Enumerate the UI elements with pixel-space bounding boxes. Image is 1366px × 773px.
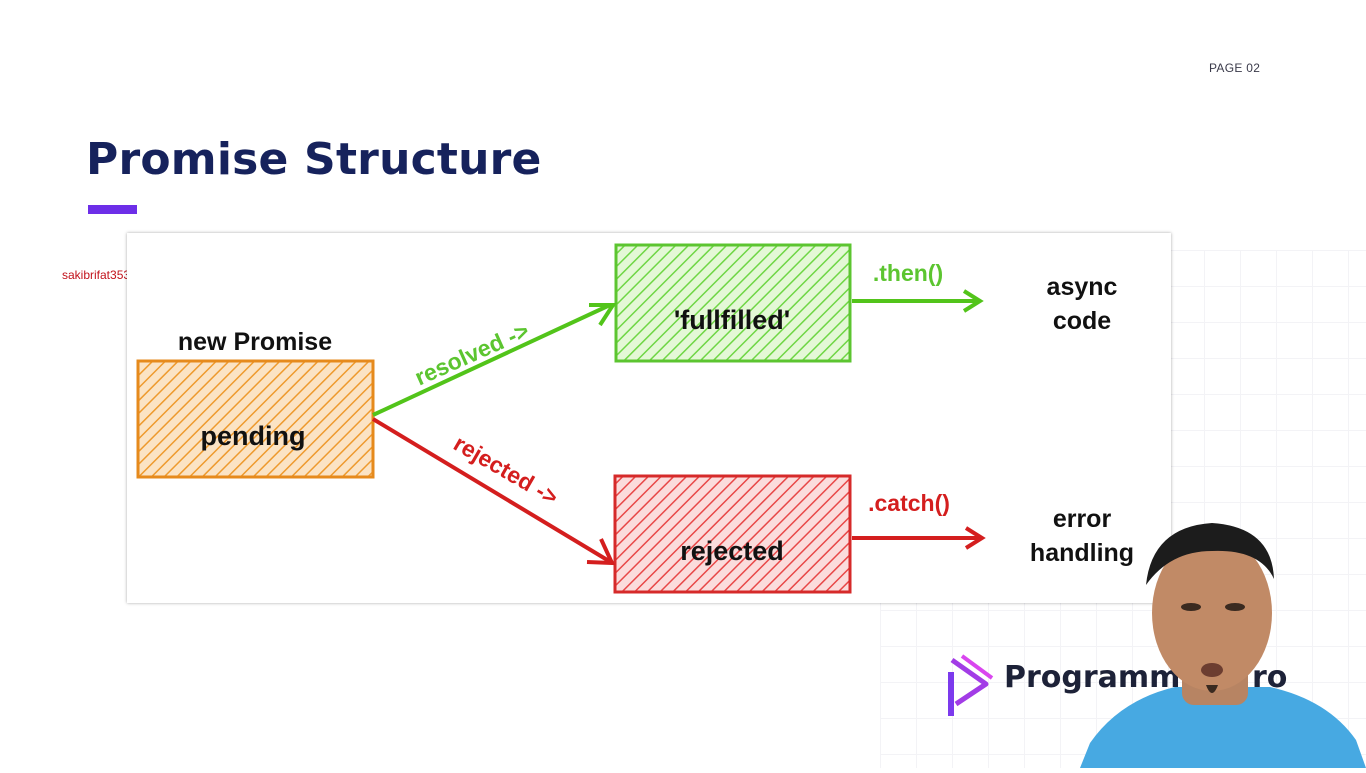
- rejected-state-label: rejected: [680, 536, 784, 566]
- async-code-label-line1: async: [1047, 273, 1118, 301]
- resolved-arrow: [372, 303, 617, 417]
- catch-arrow: [852, 526, 986, 550]
- page-number: PAGE 02: [1209, 61, 1261, 75]
- rejected-arrow: [371, 417, 616, 566]
- error-handling-label-line1: error: [1053, 505, 1112, 533]
- new-promise-label: new Promise: [178, 328, 332, 356]
- slide-title: Promise Structure: [86, 134, 542, 185]
- title-underline: [88, 205, 137, 214]
- error-handling-label-line2: handling: [1030, 539, 1134, 567]
- fulfilled-state-box: [614, 243, 852, 363]
- presenter-webcam: [1080, 515, 1366, 773]
- catch-method-label: .catch(): [868, 490, 950, 516]
- promise-diagram: new Promise pending 'fullfilled' rejecte…: [127, 233, 1171, 603]
- rejected-state-box: [613, 474, 852, 594]
- then-method-label: .then(): [873, 260, 943, 286]
- pending-state-box: [136, 359, 375, 479]
- programming-hero-logo-icon: [946, 652, 994, 723]
- resolved-edge-label: resolved ->: [411, 317, 533, 390]
- brand-name: Programmi: [1004, 660, 1191, 695]
- fulfilled-state-label: 'fullfilled': [674, 305, 790, 335]
- then-arrow: [852, 289, 984, 313]
- async-code-label-line2: code: [1053, 307, 1111, 335]
- pending-state-label: pending: [201, 421, 306, 451]
